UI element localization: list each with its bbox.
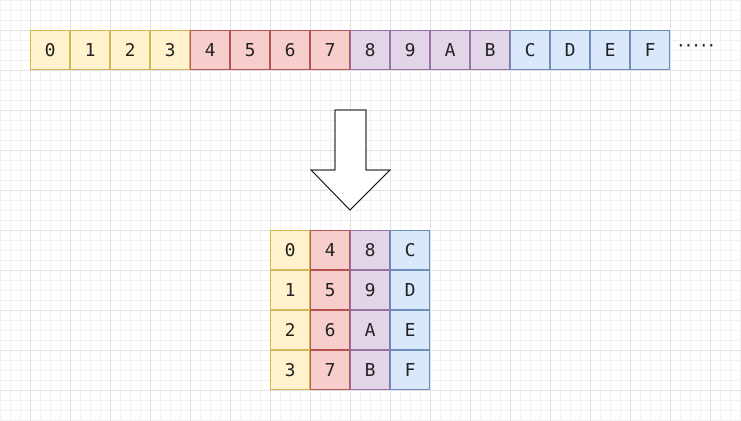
array-cell-A: A <box>430 30 470 70</box>
matrix-cell-5: 5 <box>310 270 350 310</box>
array-cell-D: D <box>550 30 590 70</box>
array-cell-2: 2 <box>110 30 150 70</box>
continuation-ellipsis: ····· <box>676 36 716 55</box>
matrix-cell-C: C <box>390 230 430 270</box>
matrix-cell-A: A <box>350 310 390 350</box>
array-cell-9: 9 <box>390 30 430 70</box>
matrix-cell-9: 9 <box>350 270 390 310</box>
matrix-cell-7: 7 <box>310 350 350 390</box>
array-cell-8: 8 <box>350 30 390 70</box>
array-cell-B: B <box>470 30 510 70</box>
matrix-cell-B: B <box>350 350 390 390</box>
matrix-cell-3: 3 <box>270 350 310 390</box>
array-cell-E: E <box>590 30 630 70</box>
matrix-cell-6: 6 <box>310 310 350 350</box>
array-cell-4: 4 <box>190 30 230 70</box>
matrix-cell-0: 0 <box>270 230 310 270</box>
matrix-cell-1: 1 <box>270 270 310 310</box>
array-cell-0: 0 <box>30 30 70 70</box>
matrix-cell-8: 8 <box>350 230 390 270</box>
matrix-cell-D: D <box>390 270 430 310</box>
matrix-cell-F: F <box>390 350 430 390</box>
matrix-cell-2: 2 <box>270 310 310 350</box>
array-cell-3: 3 <box>150 30 190 70</box>
array-cell-1: 1 <box>70 30 110 70</box>
matrix-cell-4: 4 <box>310 230 350 270</box>
matrix-cell-E: E <box>390 310 430 350</box>
array-cell-C: C <box>510 30 550 70</box>
array-cell-7: 7 <box>310 30 350 70</box>
array-cell-F: F <box>630 30 670 70</box>
down-arrow-shape <box>309 109 392 211</box>
array-cell-6: 6 <box>270 30 310 70</box>
array-cell-5: 5 <box>230 30 270 70</box>
